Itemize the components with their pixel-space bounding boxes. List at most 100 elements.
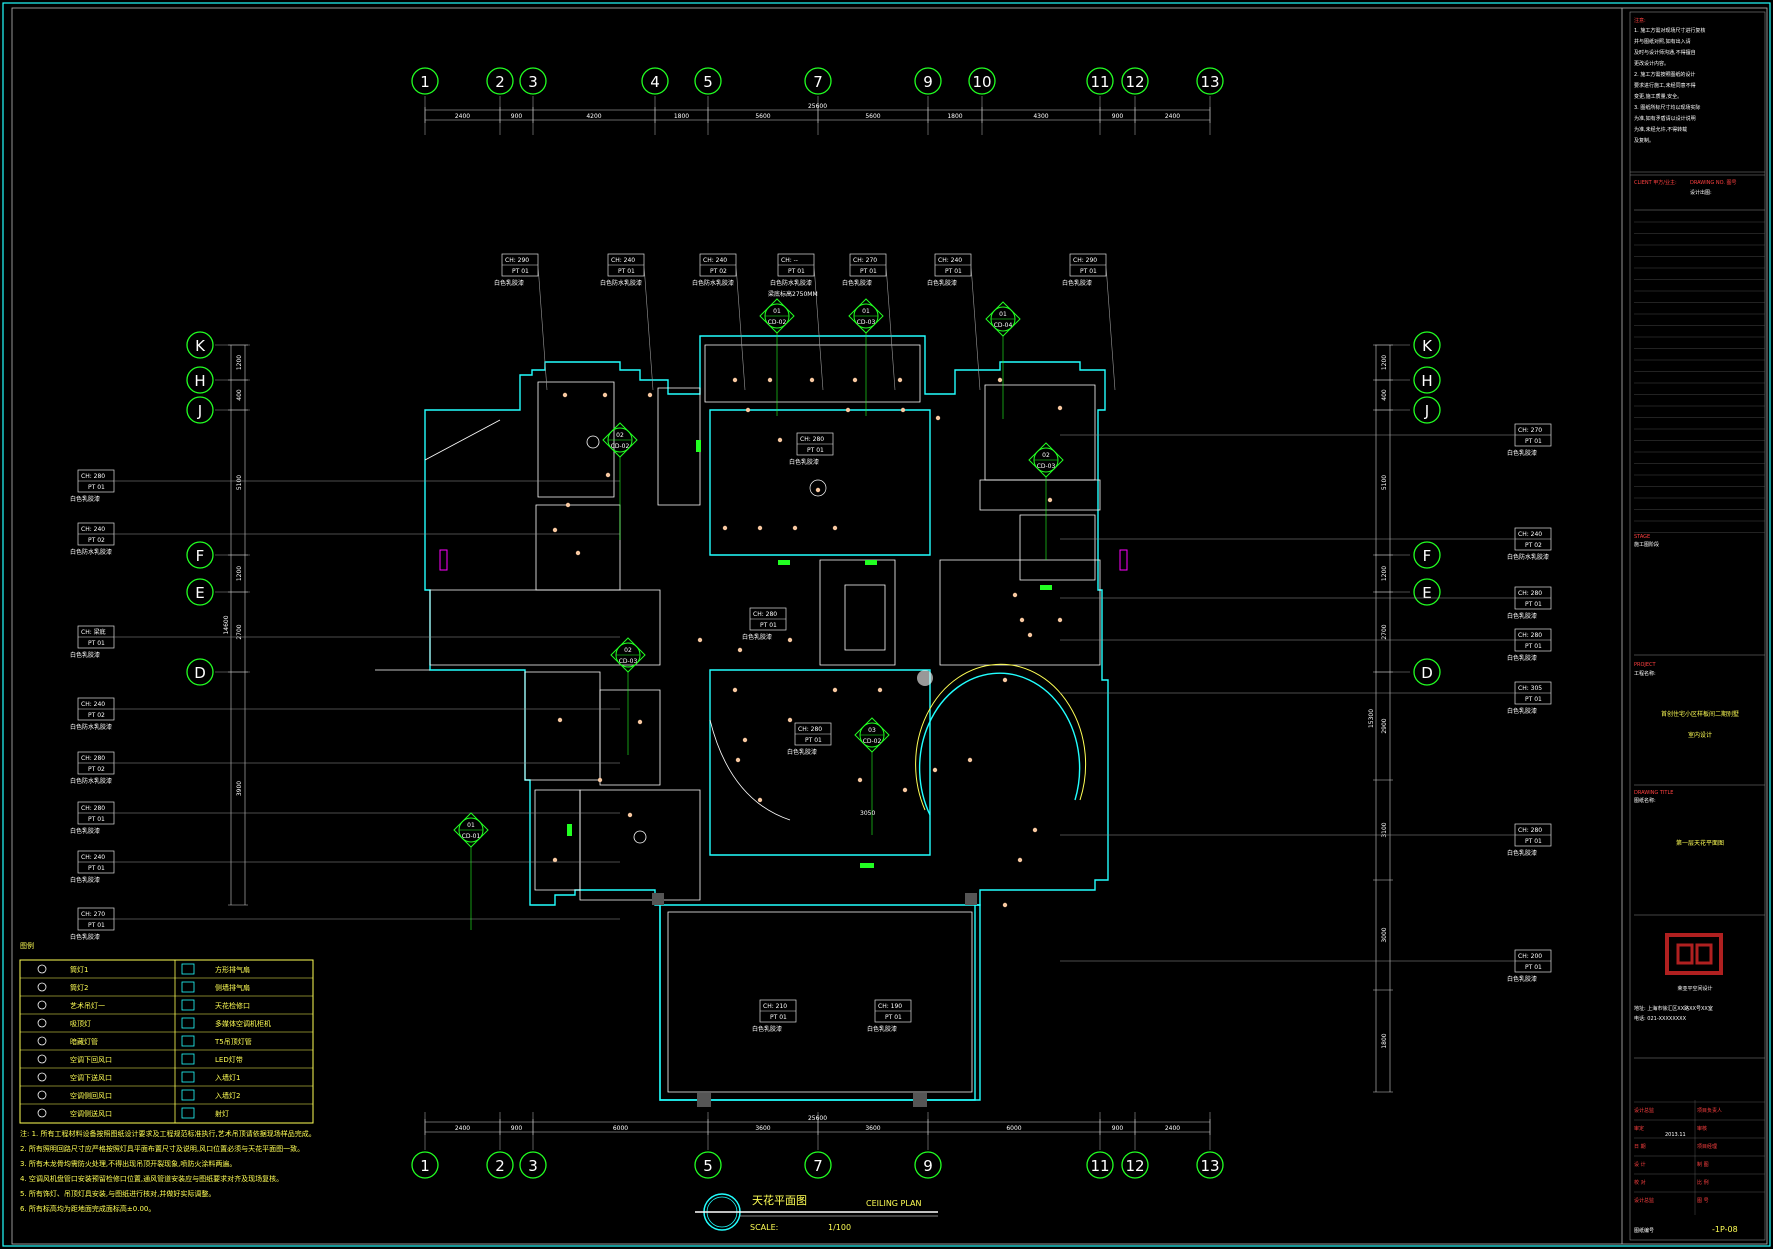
legend-symbol-icon xyxy=(181,1035,195,1047)
right-dim: 1800 xyxy=(1381,1033,1388,1048)
tag-top-4-ch: CH: 270 xyxy=(853,257,877,264)
downlight-icon xyxy=(1032,827,1038,833)
legend-symbol-icon xyxy=(37,1090,47,1100)
grid-bubble-top-11: 11 xyxy=(1086,67,1114,95)
right-dim: 2700 xyxy=(1381,624,1388,639)
left-dim: 1200 xyxy=(236,566,243,581)
light-fixtures xyxy=(552,377,1063,908)
top-dim: 2400 xyxy=(455,113,470,120)
section-ref: CD-03 xyxy=(1037,463,1056,470)
grid-bubble-top-1-label: 1 xyxy=(420,73,430,91)
downlight-icon xyxy=(967,757,973,763)
grid-bubble-bottom-12: 12 xyxy=(1121,1151,1149,1179)
tag-left-7-ch: CH: 270 xyxy=(81,911,105,918)
grid-bubble-top-3-label: 3 xyxy=(528,73,538,91)
legend-item-right: 入墙灯2 xyxy=(215,1091,240,1100)
grid-bubble-right-F-label: F xyxy=(1423,547,1432,565)
downlight-icon xyxy=(792,525,798,531)
tag-inner-3-desc: 白色乳胶漆 xyxy=(752,1025,782,1033)
section-num: 01 xyxy=(999,311,1007,318)
legend-item-right: 天花检修口 xyxy=(215,1001,250,1010)
tag-right-5-ch: CH: 280 xyxy=(1518,827,1542,834)
downlight-icon xyxy=(902,787,908,793)
grid-bubble-top-3: 3 xyxy=(519,67,547,95)
tb-drawing-sub: 设计出图: xyxy=(1690,189,1712,196)
legend-item-right: 方形排气扇 xyxy=(215,965,250,974)
legend-item-right: 入墙灯1 xyxy=(215,1073,240,1082)
tag-inner-4-ch: CH: 190 xyxy=(878,1003,902,1010)
downlight-icon xyxy=(787,637,793,643)
section-ref: CD-02 xyxy=(768,319,787,326)
right-dim: 400 xyxy=(1381,389,1388,401)
downlight-icon xyxy=(597,777,603,783)
grid-bubble-left-D-label: D xyxy=(194,664,206,682)
tag-left-5-desc: 白色乳胶漆 xyxy=(70,827,100,835)
tb-sign-rows: 设计总监项目负责人审定审核日 期项目经理设 计制 图校 对比 例设计总监图 号 xyxy=(1634,1100,1765,1215)
grid-bubble-top-1: 1 xyxy=(411,67,439,95)
grid-bubble-bottom-5-label: 5 xyxy=(703,1157,713,1175)
grid-bubble-right-J: J xyxy=(1413,396,1441,424)
grid-bubble-left-F-label: F xyxy=(196,547,205,565)
bottom-dim: 3600 xyxy=(865,1125,880,1132)
left-dim: 1200 xyxy=(236,355,243,370)
downlight-icon xyxy=(1002,677,1008,683)
tag-top-0-ch: CH: 290 xyxy=(505,257,529,264)
tag-left-3-ch: CH: 240 xyxy=(81,701,105,708)
tag-right-0-mat: PT 01 xyxy=(1525,438,1542,445)
tb-sheet-no-label: 图纸编号 xyxy=(1634,1227,1654,1234)
downlight-icon xyxy=(1019,617,1025,623)
downlight-icon xyxy=(1047,497,1053,503)
general-notes: 注: 1. 所有工程材料设备按照图纸设计要求及工程规范标准执行,艺术吊顶请依据现… xyxy=(20,1129,316,1213)
downlight-icon xyxy=(787,717,793,723)
ceiling-light-icon xyxy=(633,830,647,844)
legend-symbol-icon xyxy=(181,1107,195,1119)
tag-right-3-ch: CH: 280 xyxy=(1518,632,1542,639)
legend-item-left: 空调下送风口 xyxy=(70,1073,112,1082)
tag-inner-2-desc: 白色乳胶漆 xyxy=(787,748,817,756)
downlight-icon xyxy=(845,407,851,413)
downlight-icon xyxy=(732,377,738,383)
tb-note-line: 及时与设计师沟通,不得擅自 xyxy=(1634,49,1696,56)
left-dim: 2700 xyxy=(236,624,243,639)
tb-row-right: 比 例 xyxy=(1697,1179,1709,1186)
tag-right-3-desc: 白色乳胶漆 xyxy=(1507,654,1537,662)
bottom-dim: 6000 xyxy=(1006,1125,1021,1132)
tag-left-2-desc: 白色乳胶漆 xyxy=(70,651,100,659)
downlight-icon xyxy=(757,797,763,803)
legend-symbol-icon xyxy=(37,1072,47,1082)
legend-item-left: 吸顶灯 xyxy=(70,1019,91,1028)
inner-frame xyxy=(11,7,1768,1245)
tag-inner-4-desc: 白色乳胶漆 xyxy=(867,1025,897,1033)
grid-bubble-top-2: 2 xyxy=(486,67,514,95)
tag-left-7-desc: 白色乳胶漆 xyxy=(70,933,100,941)
grid-bubble-right-E: E xyxy=(1413,578,1441,606)
grid-bubble-top-7: 7 xyxy=(804,67,832,95)
tag-inner-2-mat: PT 01 xyxy=(805,737,822,744)
top-dim: 4300 xyxy=(1033,113,1048,120)
legend-symbol-icon xyxy=(37,1036,47,1046)
legend-symbol-icon xyxy=(181,999,195,1011)
tb-project-name2: 室内设计 xyxy=(1688,731,1712,739)
section-ref: CD-01 xyxy=(462,833,481,840)
downlight-icon xyxy=(1012,592,1018,598)
section-num: 02 xyxy=(1042,452,1050,459)
tb-row-right: 图 号 xyxy=(1697,1198,1709,1204)
section-num: 03 xyxy=(868,727,876,734)
title-cn: 天花平面图 xyxy=(752,1194,807,1207)
grid-bubble-right-H-label: H xyxy=(1421,372,1432,390)
tag-right-1-desc: 白色防水乳胶漆 xyxy=(1507,553,1549,561)
grid-bubble-left-E: E xyxy=(186,578,214,606)
beam-note: 梁底标高2750MM xyxy=(768,290,818,298)
tag-left-7-mat: PT 01 xyxy=(88,922,105,929)
grid-bubble-right-K-label: K xyxy=(1422,337,1433,355)
